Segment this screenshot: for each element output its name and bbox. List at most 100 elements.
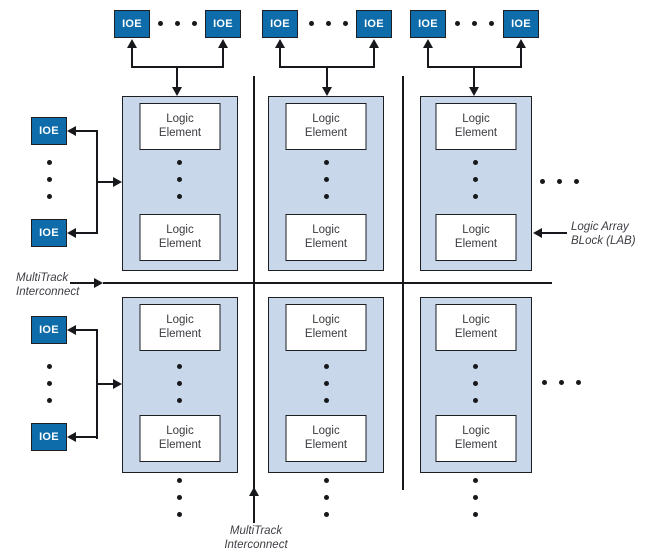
arrowhead-up — [516, 39, 526, 48]
ioe-block-left-2a: IOE — [31, 316, 67, 344]
ellipsis-vertical-lab-r1c3 — [473, 160, 478, 199]
dot — [177, 495, 182, 500]
ioe-block-top-1b: IOE — [205, 10, 241, 38]
arrowhead-down — [322, 87, 332, 96]
ellipsis-vertical-lab-r1c2 — [324, 160, 329, 199]
arrowhead-down — [172, 87, 182, 96]
ioe-block-top-2a: IOE — [262, 10, 298, 38]
dot — [324, 194, 329, 199]
dot — [473, 194, 478, 199]
dot — [326, 21, 331, 26]
connector-line-h — [96, 181, 114, 183]
dot — [489, 21, 494, 26]
logic-element-label: Logic — [312, 224, 340, 236]
ioe-block-top-3b: IOE — [503, 10, 539, 38]
arrowhead-right — [94, 278, 103, 288]
dot — [557, 179, 562, 184]
dot — [540, 179, 545, 184]
ellipsis-vertical-below-c1 — [177, 478, 182, 517]
logic-element-label: Element — [304, 237, 348, 250]
connector-line-v — [222, 47, 224, 67]
connector-line-v — [326, 67, 328, 88]
dot — [177, 398, 182, 403]
label-line: Logic Array — [571, 221, 629, 233]
ioe-block-left-1a: IOE — [31, 117, 67, 145]
arrowhead-up — [218, 39, 228, 48]
dot — [324, 398, 329, 403]
connector-line-v — [520, 47, 522, 67]
lab-callout-label: Logic Array BLock (LAB) — [571, 221, 636, 249]
arrowhead-up — [423, 39, 433, 48]
ioe-block-top-3a: IOE — [410, 10, 446, 38]
connector-line-v — [279, 47, 281, 67]
ioe-block-left-1b: IOE — [31, 219, 67, 247]
logic-element-label: Element — [158, 327, 202, 340]
dot — [47, 398, 52, 403]
logic-element-label: Logic — [312, 425, 340, 437]
connector-line-v — [373, 47, 375, 67]
label-line: MultiTrack — [229, 525, 283, 537]
ellipsis-vertical-left-1 — [47, 160, 52, 199]
dot — [177, 381, 182, 386]
arrowhead-left — [67, 325, 76, 335]
arrowhead-up — [249, 487, 259, 496]
arrowhead-left — [67, 432, 76, 442]
dot — [177, 512, 182, 517]
dot — [472, 21, 477, 26]
ioe-block-top-1a: IOE — [114, 10, 150, 38]
dot — [177, 478, 182, 483]
arrowhead-left — [67, 126, 76, 136]
arrowhead-right — [113, 177, 122, 187]
dot — [47, 160, 52, 165]
logic-element-label: Element — [158, 438, 202, 451]
logic-element-label: Element — [304, 327, 348, 340]
logic-element-label: Logic — [166, 425, 194, 437]
dot — [324, 478, 329, 483]
dot — [324, 160, 329, 165]
logic-element-label: Logic — [312, 113, 340, 125]
dot — [473, 160, 478, 165]
dot — [158, 21, 163, 26]
dot — [324, 512, 329, 517]
row-interconnect-line — [103, 282, 552, 284]
logic-element-label: Logic — [462, 314, 490, 326]
dot — [473, 381, 478, 386]
dot — [309, 21, 314, 26]
dot — [576, 380, 581, 385]
dot — [559, 380, 564, 385]
logic-element-label: Element — [454, 126, 498, 139]
callout-line-lab — [541, 232, 567, 234]
arrowhead-up — [127, 39, 137, 48]
multitrack-interconnect-label-bottom: MultiTrack Interconnect — [186, 525, 326, 553]
dot — [324, 381, 329, 386]
ellipsis-vertical-lab-r2c1 — [177, 364, 182, 403]
label-line: Interconnect — [16, 285, 80, 298]
connector-line-h — [96, 383, 114, 385]
dot — [473, 512, 478, 517]
dot — [47, 194, 52, 199]
connector-line-h — [74, 329, 98, 331]
logic-element-label: Element — [454, 327, 498, 340]
ellipsis-vertical-lab-r1c1 — [177, 160, 182, 199]
dot — [177, 194, 182, 199]
ioe-block-left-2b: IOE — [31, 423, 67, 451]
logic-element-label: Logic — [462, 425, 490, 437]
dot — [473, 398, 478, 403]
arrowhead-right — [113, 379, 122, 389]
label-line: MultiTrack — [16, 272, 69, 284]
column-interconnect-line-1 — [253, 76, 255, 523]
dot — [574, 179, 579, 184]
connector-line-v — [473, 67, 475, 88]
arrowhead-up — [369, 39, 379, 48]
